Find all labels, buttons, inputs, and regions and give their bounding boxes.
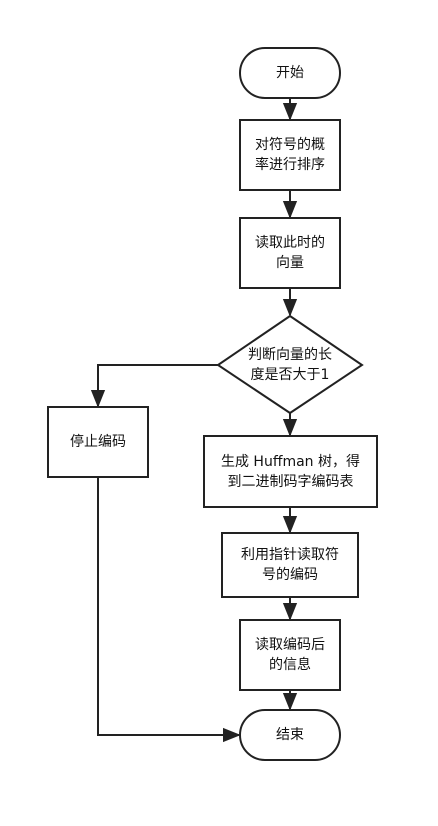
arrow-decision-to-stop	[90, 364, 218, 408]
end-label: 结束	[276, 727, 304, 743]
build-tree-label: 生成 Huffman 树，得到二进制码字编码表	[220, 453, 361, 490]
sort-label: 对符号的概率进行排序	[255, 137, 325, 173]
start-label: 开始	[276, 65, 304, 81]
pointer-read-label: 利用指针读取符号的编码	[241, 547, 339, 583]
read-vector-label: 读取此时的向量	[255, 235, 325, 271]
decision-label: 判断向量的长度是否大于1	[248, 346, 332, 383]
sort-process	[239, 119, 341, 191]
stop-encoding-label: 停止编码	[70, 434, 126, 450]
arrow-stop-to-end	[97, 477, 241, 743]
read-info-label: 读取编码后的信息	[255, 637, 325, 673]
